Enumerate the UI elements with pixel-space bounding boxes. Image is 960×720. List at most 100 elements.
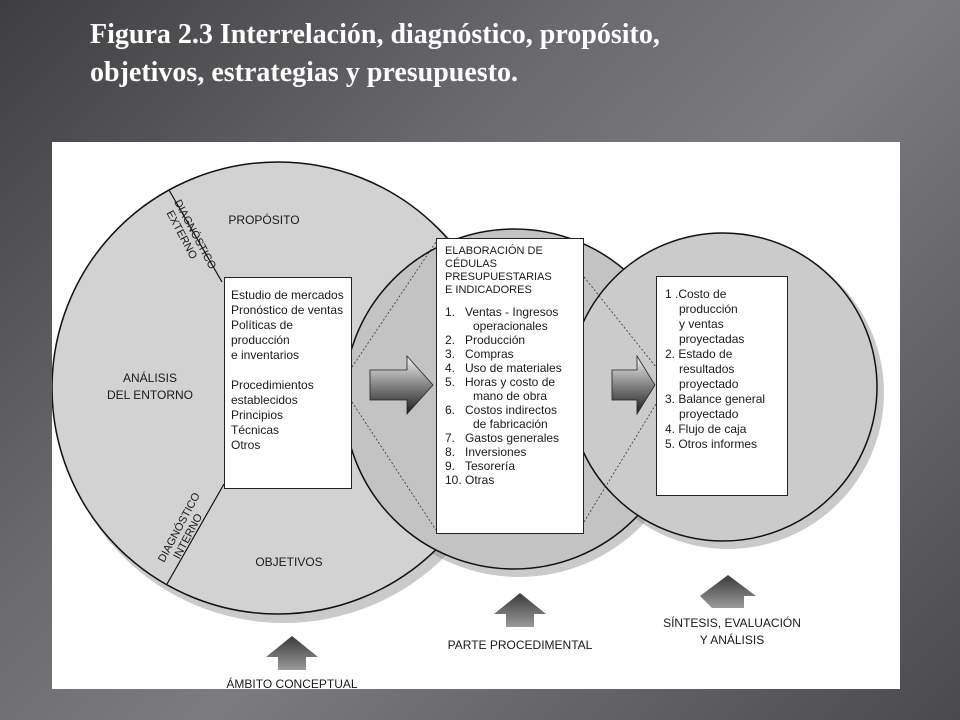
projected-statement-line: producción	[679, 302, 738, 316]
objectives-label: OBJETIVOS	[255, 555, 322, 569]
external-diagnosis-divider	[168, 189, 223, 283]
budget-heading-line: E INDICADORES	[445, 284, 532, 296]
strategy-line: Técnicas	[231, 423, 280, 437]
budget-item-line: Compras	[465, 347, 514, 361]
budget-item-line: Inversiones	[465, 445, 527, 459]
conceptual-scope-label: ÁMBITO CONCEPTUAL	[226, 676, 357, 689]
internal-diagnosis-divider	[166, 483, 225, 585]
purpose-label: PROPÓSITO	[228, 212, 299, 227]
projected-statement-line: proyectado	[679, 407, 739, 421]
projected-statement-line: 3. Balance general	[665, 392, 766, 406]
budget-item-text: Compras	[465, 347, 514, 361]
projected-statement-line: resultados	[679, 362, 735, 376]
budget-item: 7. Gastos generales	[445, 431, 575, 445]
strategy-line: producción	[231, 333, 290, 347]
budget-item-number: 2.	[445, 333, 456, 347]
projected-statement-line: 2. Estado de	[665, 347, 733, 361]
arrow-right-icon	[611, 354, 656, 416]
budget-item-line: operacionales	[473, 319, 548, 333]
budget-item-line: de fabricación	[473, 417, 548, 431]
slide-title-line-1: Figura 2.3 Interrelación, diagnóstico, p…	[90, 19, 660, 50]
budget-item-number: 3.	[445, 347, 456, 361]
slide-title-line-2: objetivos, estrategias y presupuesto.	[90, 57, 519, 88]
strategy-line: establecidos	[231, 393, 298, 407]
slide-title: Figura 2.3 Interrelación, diagnóstico, p…	[90, 16, 890, 92]
budget-item: 4. Uso de materiales	[445, 361, 575, 375]
connector-bottom-left	[351, 401, 437, 531]
synthesis-label-line-1: SÍNTESIS, EVALUACIÓN	[663, 615, 801, 630]
strategy-line: Otros	[231, 438, 261, 452]
budget-item-line: Costos indirectos	[465, 403, 558, 417]
budget-item: 3. Compras	[445, 347, 575, 361]
synthesis-label-line-2: Y ANÁLISIS	[700, 632, 764, 647]
projected-statement-line: 4. Flujo de caja	[665, 422, 747, 436]
budget-item-number: 8.	[445, 445, 456, 459]
strategy-line: Estudio de mercados	[231, 288, 344, 302]
environment-analysis-label-line-1: ANÁLISIS	[123, 370, 177, 385]
budget-item: 8. Inversiones	[445, 445, 575, 459]
procedural-part-label: PARTE PROCEDIMENTAL	[448, 638, 593, 652]
budget-item-text: Inversiones	[465, 445, 526, 459]
budget-item-line: Uso de materiales	[465, 361, 562, 375]
arrow-right-icon	[369, 354, 434, 416]
budget-item-number: 5.	[445, 375, 456, 389]
connector-bottom-right	[583, 403, 657, 523]
budget-item-text: Tesorería	[465, 459, 515, 473]
strategy-line: Políticas de	[231, 318, 294, 332]
diagram-panel: PROPÓSITO ANÁLISIS DEL ENTORNO OBJETIVOS…	[52, 142, 900, 689]
budget-item-number: 1.	[445, 305, 456, 319]
strategy-line: Principios	[231, 408, 284, 422]
budget-item-text: Otras	[465, 473, 494, 487]
strategy-line: Pronóstico de ventas	[231, 303, 344, 317]
budget-item: 2. Producción	[445, 333, 575, 347]
budget-item: 9. Tesorería	[445, 459, 575, 473]
budget-heading-line: ELABORACIÓN DE	[445, 245, 543, 257]
budget-item-number: 4.	[445, 361, 456, 375]
budget-item-text: Uso de materiales	[465, 361, 562, 375]
budget-heading-line: CÉDULAS	[445, 258, 497, 270]
projected-statement-line: 5. Otros informes	[665, 437, 758, 451]
strategy-line: Procedimientos	[231, 378, 314, 392]
budget-heading-line: PRESUPUESTARIAS	[445, 271, 552, 283]
strategy-line: e inventarios	[231, 348, 300, 362]
budget-item-line: Producción	[465, 333, 526, 347]
arrow-up-icon	[494, 593, 546, 627]
budget-item-line: Otras	[465, 473, 495, 487]
strategies-gap	[231, 363, 345, 378]
projected-statement-line: 1 .Costo de	[665, 287, 727, 301]
budget-item-number: 10.	[445, 473, 462, 487]
projected-statement-line: proyectado	[679, 377, 739, 391]
budget-item-line: Tesorería	[465, 459, 516, 473]
connector-top-left	[351, 241, 437, 368]
arrow-up-icon	[266, 636, 318, 670]
budget-item: 10.Otras	[445, 473, 575, 487]
budget-item-line: Ventas - Ingresos	[465, 305, 559, 319]
arrow-up-icon	[700, 575, 756, 608]
projected-statement-line: proyectadas	[679, 332, 745, 346]
budget-item-text: Producción	[465, 333, 525, 347]
budget-item-line: Horas y costo de	[465, 375, 556, 389]
budget-item-text: Gastos generales	[465, 431, 559, 445]
budget-item-line: mano de obra	[473, 389, 548, 403]
connector-top-right	[583, 276, 657, 368]
projected-statement-line: y ventas	[679, 317, 724, 331]
budget-item-line: Gastos generales	[465, 431, 560, 445]
budget-item-number: 6.	[445, 403, 456, 417]
budget-item-number: 9.	[445, 459, 456, 473]
budget-item-number: 7.	[445, 431, 456, 445]
environment-analysis-label-line-2: DEL ENTORNO	[107, 388, 193, 402]
